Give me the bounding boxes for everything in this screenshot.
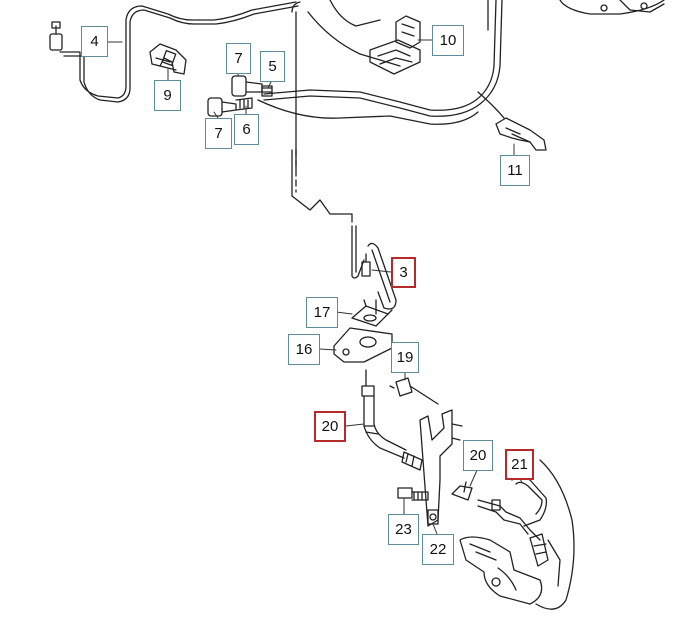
brake-line-4 <box>59 1 299 103</box>
bracket-22 <box>419 409 463 527</box>
callout-10: 10 <box>432 25 464 56</box>
callout-5: 5 <box>260 51 285 82</box>
caliper <box>459 459 575 610</box>
callout-19: 20 <box>314 411 346 442</box>
top-right-unit <box>559 0 665 15</box>
washer-clip-20-lower <box>451 481 473 501</box>
callout-9: 9 <box>154 80 181 111</box>
line-break <box>291 149 353 223</box>
callout-23: 23 <box>388 514 419 545</box>
upper-brake-lines <box>257 0 505 171</box>
bolt-23 <box>397 487 429 501</box>
callout-4: 4 <box>81 26 108 57</box>
pin-17 <box>389 377 439 405</box>
callout-17: 19 <box>391 342 419 373</box>
callout-16: 16 <box>288 334 320 365</box>
clip-9 <box>149 43 187 75</box>
washer-clip-20-upper <box>351 299 393 327</box>
brake-line-3 <box>351 225 397 315</box>
bleeder-fitting <box>49 21 63 51</box>
mount-bracket-16 <box>333 327 393 363</box>
callout-7-upper: 7 <box>226 43 251 74</box>
brake-hose-19 <box>361 369 423 471</box>
callout-20-lower: 20 <box>463 440 493 471</box>
brake-line-21 <box>477 476 549 567</box>
callout-7-lower: 7 <box>205 118 232 149</box>
union-fittings <box>207 75 273 117</box>
callout-22: 22 <box>422 534 454 565</box>
callout-6: 6 <box>234 114 259 145</box>
distributor-10 <box>369 15 421 75</box>
callout-11: 11 <box>500 155 530 186</box>
callout-20-upper: 17 <box>306 297 338 328</box>
callout-21: 21 <box>505 449 534 480</box>
callout-3: 3 <box>391 257 416 288</box>
clip-11 <box>495 117 547 151</box>
